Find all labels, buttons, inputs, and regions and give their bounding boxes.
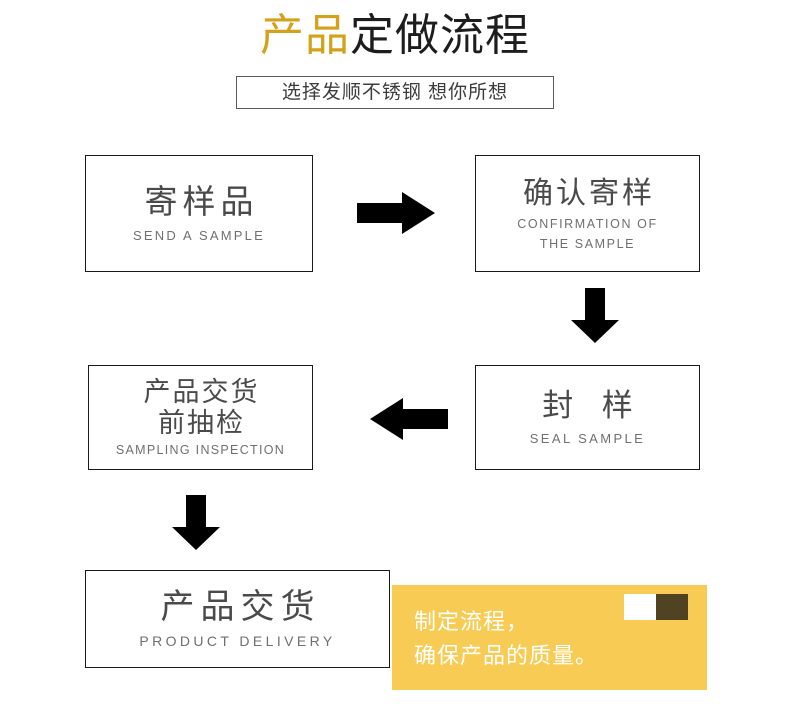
subtitle-text: 选择发顺不锈钢 想你所想	[281, 82, 509, 103]
decorative-square-light	[624, 594, 656, 620]
flow-step-sampling-inspection-cn-line2: 前抽检	[158, 407, 245, 438]
flow-step-product-delivery-cn: 产品交货	[160, 588, 321, 626]
flow-step-seal-sample: 封 样 SEAL SAMPLE	[475, 365, 700, 470]
arrow-right-icon	[357, 192, 435, 234]
arrow-down-icon	[571, 288, 619, 343]
decorative-square-dark	[656, 594, 688, 620]
flow-step-seal-sample-en: SEAL SAMPLE	[529, 430, 646, 446]
subtitle-box: 选择发顺不锈钢 想你所想	[236, 76, 554, 109]
flow-step-product-delivery-en: PRODUCT DELIVERY	[139, 633, 336, 649]
flow-step-sampling-inspection: 产品交货 前抽检 SAMPLING INSPECTION	[88, 365, 313, 470]
page-title-rest: 定做流程	[350, 11, 530, 60]
page-title-accent: 产品	[260, 11, 350, 60]
flow-step-confirm-sample-en-line1: CONFIRMATION OF	[517, 216, 658, 231]
flow-step-product-delivery: 产品交货 PRODUCT DELIVERY	[85, 570, 390, 668]
quality-note-panel: 制定流程， 确保产品的质量。	[392, 585, 707, 690]
flow-step-send-sample-en: SEND A SAMPLE	[133, 227, 265, 243]
decorative-squares	[624, 594, 688, 620]
flow-step-sampling-inspection-en: SAMPLING INSPECTION	[115, 442, 286, 457]
flow-step-send-sample: 寄样品 SEND A SAMPLE	[85, 155, 313, 272]
flow-step-confirm-sample-en-line2: THE SAMPLE	[539, 236, 636, 251]
flow-step-seal-sample-cn: 封 样	[542, 387, 643, 423]
flow-step-sampling-inspection-cn-line1: 产品交货	[143, 376, 260, 407]
arrow-down-icon	[172, 495, 220, 550]
quality-note-line2: 确保产品的质量。	[414, 643, 599, 668]
page-title: 产品定做流程	[0, 10, 790, 62]
quality-note-text: 制定流程， 确保产品的质量。	[414, 605, 598, 673]
flow-step-confirm-sample-cn: 确认寄样	[523, 176, 655, 210]
flow-step-confirm-sample: 确认寄样 CONFIRMATION OF THE SAMPLE	[475, 155, 700, 272]
quality-note-line1: 制定流程，	[414, 609, 530, 634]
arrow-left-icon	[370, 398, 448, 440]
flow-step-send-sample-cn: 寄样品	[144, 182, 259, 220]
